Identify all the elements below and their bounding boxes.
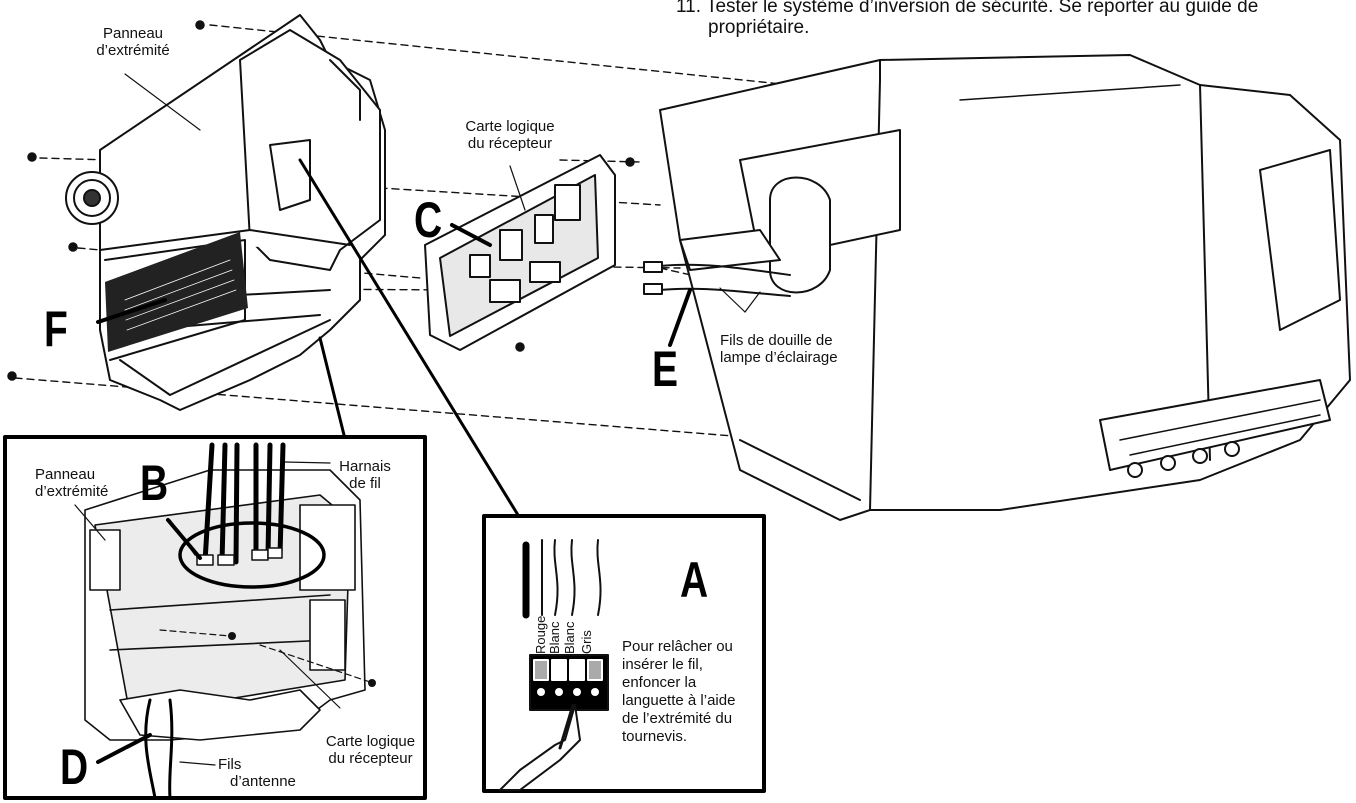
logic-board-drawing xyxy=(424,154,616,351)
inset-b-drawing xyxy=(84,469,366,741)
label-logic-board-inset-line-1: Carte logique xyxy=(325,733,416,750)
inset-a-note-line-2: insérer le fil, xyxy=(622,656,703,673)
wire-color-gris: Gris xyxy=(579,630,594,654)
label-leaders xyxy=(124,73,761,313)
end-panel-socket xyxy=(65,171,119,225)
wire-color-blanc-1: Blanc xyxy=(547,621,562,654)
label-logic-board-inset: Carte logique du récepteur xyxy=(318,733,423,767)
end-panel-warning-label xyxy=(105,232,248,352)
inset-b-dashed xyxy=(159,629,371,683)
inset-b-callout-leaders xyxy=(96,518,202,764)
inset-leaders xyxy=(298,158,520,517)
label-end-panel-top-line-2: d’extrémité xyxy=(96,42,170,59)
inset-a-note: Pour relâcher ou insérer le fil, enfonce… xyxy=(622,638,735,746)
label-antenna-wires-line-1: Fils xyxy=(218,756,242,773)
label-end-panel-top-line-1: Panneau xyxy=(102,25,164,42)
opener-body-drawing xyxy=(659,54,1351,521)
screws xyxy=(7,20,635,381)
harness-connectors xyxy=(196,547,283,566)
callout-c: C xyxy=(414,192,443,248)
wire-harness-wires xyxy=(202,442,286,565)
inset-a-note-line-4: languette à l’aide xyxy=(622,692,736,709)
opener-buttons xyxy=(1127,441,1240,478)
screwdriver xyxy=(499,703,581,791)
label-wire-harness-line-1: Harnais xyxy=(339,458,391,475)
callout-f: F xyxy=(44,301,68,357)
light-socket-wires xyxy=(643,261,791,297)
label-light-socket-wires: Fils de douille de lampe d’éclairage xyxy=(720,332,838,366)
label-logic-board-top: Carte logique du récepteur xyxy=(455,118,565,152)
callout-leaders xyxy=(96,223,692,347)
label-logic-board-top-line-1: Carte logique xyxy=(465,118,555,135)
label-end-panel-inset-line-2: d’extrémité xyxy=(35,483,109,500)
inset-a-note-line-6: tournevis. xyxy=(622,728,688,745)
callout-e: E xyxy=(652,341,679,397)
harness-highlight-ellipse xyxy=(178,521,326,589)
wire-color-rouge: Rouge xyxy=(533,615,548,654)
step-11-instruction: 11. Tester le système d’inversion de séc… xyxy=(676,0,1258,38)
end-panel-drawing xyxy=(99,14,386,411)
inset-a-note-line-3: enfoncer la xyxy=(622,674,697,691)
label-antenna-wires: Fils d’antenne xyxy=(218,756,296,790)
inset-a-note-line-5: de l’extrémité du xyxy=(622,710,733,727)
callout-b: B xyxy=(140,455,169,511)
callout-d: D xyxy=(60,739,89,795)
label-light-socket-wires-line-2: lampe d’éclairage xyxy=(720,349,838,366)
label-wire-harness-line-2: de fil xyxy=(349,475,381,492)
inset-a-note-line-1: Pour relâcher ou xyxy=(622,638,733,655)
step-11-line-1: 11. Tester le système d’inversion de séc… xyxy=(676,0,1259,17)
inset-a-frame xyxy=(482,514,766,793)
label-wire-harness: Harnais de fil xyxy=(330,458,400,492)
antenna-wires xyxy=(144,698,174,800)
label-antenna-wires-line-2: d’antenne xyxy=(230,773,296,790)
wire-terminal-block xyxy=(529,654,609,711)
label-logic-board-inset-line-2: du récepteur xyxy=(328,750,413,767)
callout-a: A xyxy=(680,552,709,608)
label-end-panel-inset-line-1: Panneau xyxy=(35,466,96,483)
label-end-panel-top: Panneau d’extrémité xyxy=(93,25,173,59)
label-end-panel-inset: Panneau d’extrémité xyxy=(35,466,108,500)
opener-vents xyxy=(959,84,1321,456)
label-light-socket-wires-line-1: Fils de douille de xyxy=(720,332,833,349)
wire-color-blanc-2: Blanc xyxy=(562,621,577,654)
inset-a-wires xyxy=(522,539,602,619)
label-logic-board-top-line-2: du récepteur xyxy=(467,135,553,152)
step-11-line-2: propriétaire. xyxy=(708,17,810,38)
